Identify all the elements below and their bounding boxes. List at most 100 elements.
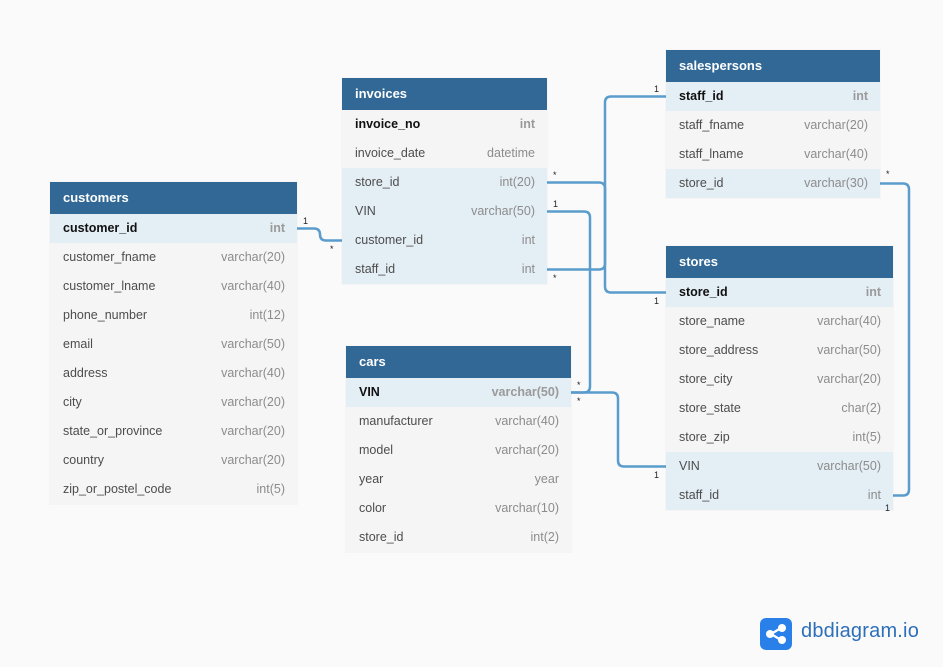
table-row[interactable]: invoice_no int: [342, 110, 547, 139]
field-name: store_id: [679, 285, 728, 299]
table-header-customers[interactable]: customers: [50, 182, 297, 214]
table-row[interactable]: invoice_date datetime: [342, 139, 547, 168]
field-name: VIN: [679, 459, 700, 473]
table-row[interactable]: VIN varchar(50): [342, 197, 547, 226]
field-name: store_name: [679, 314, 746, 328]
field-name: address: [63, 366, 108, 380]
field-name: store_id: [679, 176, 724, 190]
cardinality-label: *: [553, 169, 557, 180]
field-type: varchar(20): [221, 250, 285, 264]
field-type: varchar(20): [495, 443, 559, 457]
field-name: store_address: [679, 343, 759, 357]
field-type: int(20): [499, 175, 535, 189]
brand[interactable]: dbdiagram.io: [760, 617, 930, 651]
field-type: datetime: [487, 146, 535, 160]
field-type: varchar(40): [817, 314, 881, 328]
field-name: customer_lname: [63, 279, 156, 293]
field-type: int(5): [852, 430, 881, 444]
field-name: invoice_date: [355, 146, 426, 160]
cardinality-label: 1: [885, 502, 891, 513]
table-row[interactable]: store_name varchar(40): [666, 307, 893, 336]
field-type: varchar(20): [221, 424, 285, 438]
field-name: customer_id: [355, 233, 424, 247]
field-name: city: [63, 395, 82, 409]
field-name: state_or_province: [63, 424, 163, 438]
table-row[interactable]: state_or_province varchar(20): [50, 417, 297, 446]
field-type: int: [865, 285, 881, 299]
relationship-line[interactable]: [297, 227, 342, 242]
cardinality-label: *: [330, 243, 334, 254]
table-row[interactable]: customer_id int: [50, 214, 297, 243]
table-header-cars[interactable]: cars: [346, 346, 571, 378]
brand-name: dbdiagram.io: [801, 620, 920, 642]
table-row[interactable]: store_id int: [666, 278, 893, 307]
field-type: varchar(20): [221, 453, 285, 467]
table-row[interactable]: phone_number int(12): [50, 301, 297, 330]
table-row[interactable]: store_id varchar(30): [666, 169, 880, 198]
relationship-line[interactable]: [547, 95, 666, 271]
field-type: varchar(50): [221, 337, 285, 351]
relationship-line[interactable]: [547, 181, 666, 294]
field-name: year: [359, 472, 384, 486]
field-type: year: [534, 472, 559, 486]
field-name: store_id: [359, 530, 404, 544]
field-name: invoice_no: [355, 117, 421, 131]
field-type: char(2): [841, 401, 881, 415]
field-type: int(12): [249, 308, 285, 322]
field-type: int: [269, 221, 285, 235]
field-name: color: [359, 501, 387, 515]
table-header-salespersons[interactable]: salespersons: [666, 50, 880, 82]
field-type: varchar(50): [491, 385, 559, 399]
table-header-invoices[interactable]: invoices: [342, 78, 547, 110]
cardinality-label: 1: [654, 469, 660, 480]
cardinality-label: 1: [303, 215, 309, 226]
table-invoices[interactable]: invoices invoice_no int invoice_date datetim…: [342, 78, 547, 284]
field-type: varchar(20): [804, 118, 868, 132]
field-name: staff_lname: [679, 147, 744, 161]
field-name: customer_id: [63, 221, 138, 235]
field-type: int: [519, 117, 535, 131]
cardinality-label: *: [886, 168, 890, 179]
table-row[interactable]: year year: [346, 465, 571, 494]
cardinality-label: *: [577, 379, 581, 390]
field-name: staff_id: [679, 488, 720, 502]
cardinality-label: 1: [553, 198, 559, 209]
cardinality-label: *: [577, 395, 581, 406]
cardinality-label: 1: [654, 83, 660, 94]
field-name: phone_number: [63, 308, 148, 322]
field-name: VIN: [355, 204, 376, 218]
field-type: varchar(50): [471, 204, 535, 218]
table-header-stores[interactable]: stores: [666, 246, 893, 278]
field-type: varchar(30): [804, 176, 868, 190]
relationship-line[interactable]: [571, 391, 666, 468]
